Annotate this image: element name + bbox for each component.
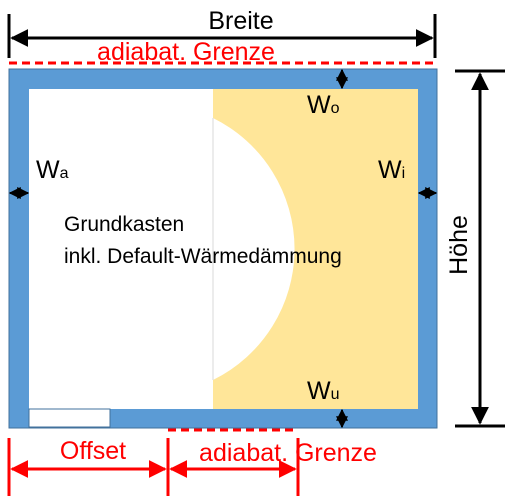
wall-outer-label: Wa [36, 156, 69, 184]
height-dimension: Höhe [445, 69, 505, 428]
adiabatic-boundary-top: adiabat. Grenze [9, 38, 437, 66]
wall-inner-label: Wi [378, 156, 405, 184]
wall-top-label: Wo [307, 91, 340, 119]
width-label: Breite [208, 7, 273, 35]
adiabatic-bottom-label: adiabat. Grenze [199, 439, 377, 467]
wall-bottom-label: Wu [307, 377, 340, 405]
offset-dimension: Offset [7, 437, 170, 496]
offset-gap [28, 408, 111, 428]
adiabatic-bottom-dimension: adiabat. Grenze [169, 438, 377, 496]
offset-label: Offset [60, 437, 126, 465]
insulation-region [213, 89, 418, 409]
box-label-line2: inkl. Default-Wärmedämmung [64, 245, 342, 268]
width-dimension: Breite [7, 7, 437, 58]
adiabatic-top-label: adiabat. Grenze [97, 38, 275, 66]
box-label-line1: Grundkasten [64, 213, 184, 236]
height-label: Höhe [445, 215, 473, 275]
